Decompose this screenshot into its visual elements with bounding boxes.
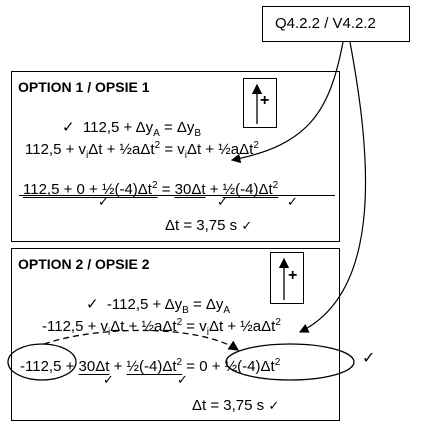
- plus-operator: +: [209, 181, 219, 198]
- check-mark: ✓: [98, 195, 109, 210]
- check-mark: ✓: [62, 119, 75, 136]
- check-mark: ✓: [86, 296, 99, 313]
- check-mark: ✓: [177, 373, 188, 388]
- reference-label: Q4.2.2 / V4.2.2: [275, 15, 376, 32]
- plus-sign: +: [288, 267, 298, 284]
- option1-equation-line1: ✓ 112,5 + ΔyA = ΔyB: [62, 119, 202, 139]
- option1-equation-line2: 112,5 + viΔt + ½aΔt2 = viΔt + ½aΔt2: [25, 140, 259, 161]
- option2-box: [11, 248, 340, 421]
- equals-sign: =: [161, 181, 171, 198]
- plus-operator: +: [113, 358, 123, 375]
- plus-sign: +: [260, 92, 270, 109]
- option2-result-text: Δt = 3,75 s: [192, 397, 265, 414]
- option2-equation-line3: -112,5 + 30Δt + ½(-4)Δt2 = 0 + ½(-4)Δt2: [20, 354, 280, 376]
- option2-title: OPTION 2 / OPSIE 2: [18, 256, 150, 272]
- option1-line3-right: ½(-4)Δt2: [222, 180, 279, 198]
- option2-line3-term4: 0 + ½(-4)Δt2: [199, 357, 281, 375]
- option2-equation-line2: -112,5 + viΔt + ½aΔt2 = viΔt + ½aΔt2: [42, 317, 281, 338]
- option1-line3-left: 112,5 + 0 + ½(-4)Δt2: [23, 180, 158, 198]
- check-mark: ✓: [241, 218, 253, 233]
- option1-title: OPTION 1 / OPSIE 1: [18, 79, 150, 95]
- option2-line3-term2: 30Δt: [78, 358, 110, 375]
- option1-line3-mid: 30Δt: [174, 181, 206, 198]
- option1-result-text: Δt = 3,75 s: [165, 217, 238, 234]
- option2-line3-term3: ½(-4)Δt2: [126, 357, 183, 375]
- check-mark: ✓: [217, 195, 228, 210]
- option2-line3-term1: -112,5: [20, 358, 62, 375]
- option1-underline: [19, 195, 335, 196]
- reference-box: [262, 6, 410, 42]
- option2-equation-line1: ✓ -112,5 + ΔyB = ΔyA: [86, 296, 231, 316]
- equals-sign: =: [186, 358, 196, 375]
- check-mark: ✓: [362, 348, 376, 367]
- check-mark: ✓: [103, 373, 114, 388]
- option2-sign-diagram: [270, 252, 304, 304]
- check-mark: ✓: [268, 398, 280, 413]
- option2-result: Δt = 3,75 s ✓: [192, 397, 279, 415]
- check-mark: ✓: [287, 195, 298, 210]
- plus-operator: +: [65, 358, 75, 375]
- option1-result: Δt = 3,75 s ✓: [165, 217, 252, 235]
- option1-equation-line3: 112,5 + 0 + ½(-4)Δt2 = 30Δt + ½(-4)Δt2: [23, 177, 278, 199]
